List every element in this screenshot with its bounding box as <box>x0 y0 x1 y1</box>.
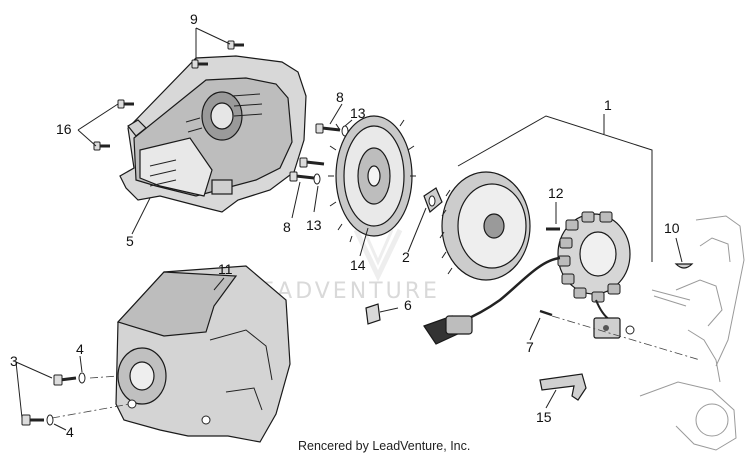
screw-16b <box>93 141 110 151</box>
callout-2: 2 <box>402 249 410 265</box>
screw-9a <box>227 40 244 50</box>
stator-wire-harness <box>423 256 611 345</box>
watermark: LEADVENTURE <box>245 228 437 304</box>
part-16-screws <box>93 99 134 151</box>
callout-9: 9 <box>190 11 198 27</box>
screw-8c <box>289 171 315 182</box>
part-8-screws <box>289 123 341 182</box>
leader-lines <box>15 27 683 431</box>
callout-4b: 4 <box>66 424 74 440</box>
part-3-screws <box>21 374 77 426</box>
part-1-flywheel-rotor <box>439 171 531 281</box>
part-7-screw <box>539 309 553 317</box>
part-12-stator <box>546 211 631 303</box>
part-2-key <box>423 187 443 214</box>
part-11-engine-housing <box>115 265 291 443</box>
engine-block-outline <box>639 215 745 451</box>
screw-16a <box>117 99 134 109</box>
callout-8a: 8 <box>336 89 344 105</box>
screw-8b <box>299 157 325 168</box>
callout-10: 10 <box>664 220 680 236</box>
screw-8a <box>315 123 341 134</box>
callout-12: 12 <box>548 185 564 201</box>
screw-3b <box>21 414 44 426</box>
callout-5: 5 <box>126 233 134 249</box>
washer-13b <box>313 173 321 185</box>
callout-labels: 1 2 3 4 4 5 6 7 8 8 9 10 11 12 13 13 14 … <box>10 11 680 440</box>
callout-15: 15 <box>536 409 552 425</box>
part-5-flywheel-cover <box>119 55 307 213</box>
part-14-cooling-fan <box>328 115 416 243</box>
callout-4a: 4 <box>76 341 84 357</box>
callout-14: 14 <box>350 257 366 273</box>
callout-16: 16 <box>56 121 72 137</box>
pickup-sensor <box>593 317 635 339</box>
callout-7: 7 <box>526 339 534 355</box>
callout-8b: 8 <box>283 219 291 235</box>
part-9-screws <box>191 40 244 69</box>
part-4-washers <box>46 372 86 426</box>
screw-9b <box>191 59 208 69</box>
part-1-bracket <box>457 114 653 262</box>
assembly-axis-lines <box>51 315 701 419</box>
callout-1: 1 <box>604 97 612 113</box>
screw-3a <box>53 374 77 386</box>
part-15-bracket <box>539 373 587 401</box>
callout-13b: 13 <box>306 217 322 233</box>
callout-6: 6 <box>404 297 412 313</box>
part-10-key <box>674 263 694 269</box>
callout-13a: 13 <box>350 105 366 121</box>
washer-4a <box>78 372 86 384</box>
render-credit: Rencered by LeadVenture, Inc. <box>298 439 470 453</box>
callout-3: 3 <box>10 353 18 369</box>
callout-11: 11 <box>218 261 233 277</box>
washer-4b <box>46 414 54 426</box>
part-6-clip <box>365 303 381 325</box>
